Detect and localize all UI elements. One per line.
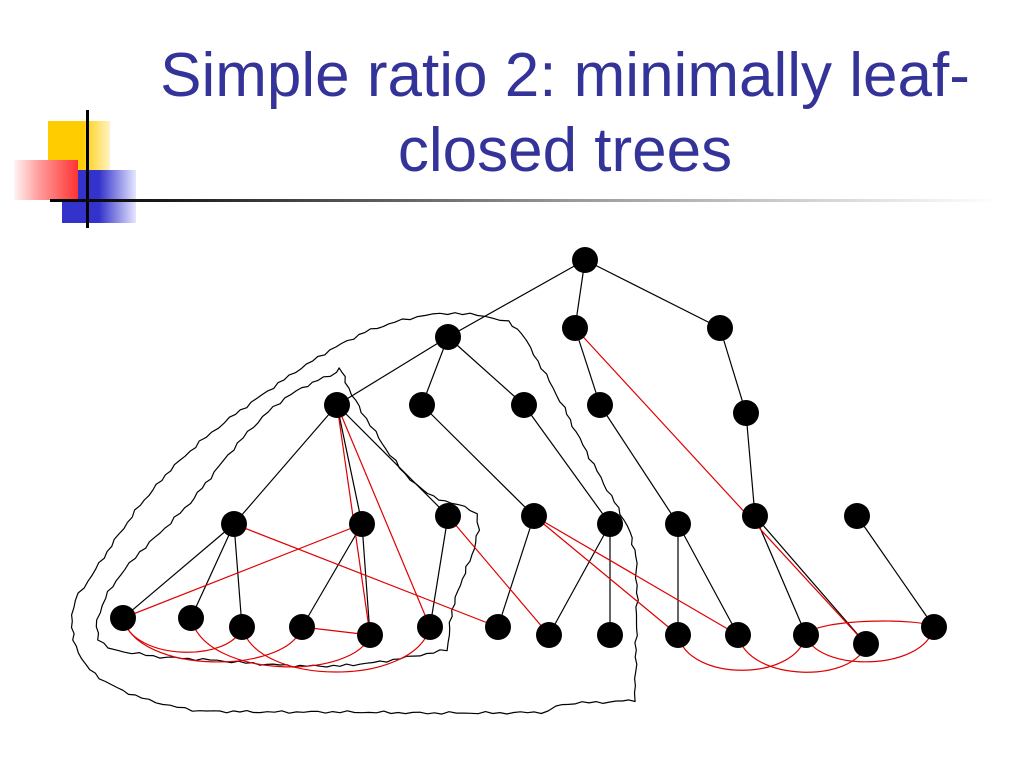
tree-edge xyxy=(336,404,449,517)
tree-edge xyxy=(429,515,449,628)
tree-node xyxy=(921,614,947,640)
tree-edge xyxy=(574,327,601,406)
tree-edge xyxy=(233,404,338,525)
tree-node xyxy=(707,315,733,341)
tree-node xyxy=(221,511,247,537)
tree-edge xyxy=(336,404,363,525)
tree-edge xyxy=(677,523,739,636)
tree-edge xyxy=(523,404,611,525)
leaf-link xyxy=(447,515,550,636)
tree-node xyxy=(349,511,375,537)
leaf-links xyxy=(122,327,935,673)
tree-node xyxy=(289,614,315,640)
tree-node xyxy=(597,622,623,648)
leaf-link xyxy=(533,515,739,636)
tree-node xyxy=(435,503,461,529)
tree-edge xyxy=(122,523,235,619)
tree-node xyxy=(665,622,691,648)
tree-node xyxy=(665,511,691,537)
tree-node xyxy=(536,622,562,648)
tree-edge xyxy=(856,515,935,628)
tree-edge xyxy=(301,523,363,628)
tree-edges xyxy=(122,259,935,645)
tree-node xyxy=(844,503,870,529)
tree-edge xyxy=(548,523,611,636)
leaf-link xyxy=(533,515,679,636)
leaf-link xyxy=(122,523,363,619)
leaf-link-arc xyxy=(677,634,807,671)
tree-node xyxy=(587,392,613,418)
subtree-outlines xyxy=(70,312,639,715)
slide-title: Simple ratio 2: minimally leaf- closed t… xyxy=(130,38,1000,188)
tree-node xyxy=(853,631,879,657)
tree-edge xyxy=(584,259,721,329)
tree-edge xyxy=(599,404,679,525)
tree-edge xyxy=(754,515,807,636)
tree-edge xyxy=(447,259,586,338)
leaf-link-arc xyxy=(241,626,431,673)
tree-edge xyxy=(745,412,756,517)
slide-title-line: closed trees xyxy=(397,116,733,185)
tree-node xyxy=(733,400,759,426)
subtree-outline-inner xyxy=(95,367,481,668)
tree-node xyxy=(725,622,751,648)
tree-edge xyxy=(361,523,371,636)
tree-edge xyxy=(336,336,449,406)
tree-edge xyxy=(190,523,235,619)
tree-node xyxy=(793,622,819,648)
tree-node xyxy=(324,392,350,418)
subtree-outline-outer xyxy=(70,312,639,715)
leaf-link-arc xyxy=(805,626,935,663)
tree-node xyxy=(178,605,204,631)
vertical-rule xyxy=(86,110,89,228)
tree-edge xyxy=(719,327,747,414)
leaf-link-arc xyxy=(190,617,371,668)
tree-node xyxy=(742,503,768,529)
tree-edge xyxy=(447,336,525,406)
tree-node xyxy=(357,622,383,648)
leaf-link-arc xyxy=(122,617,303,663)
leaf-link-arc xyxy=(737,634,867,673)
tree-nodes xyxy=(110,247,947,657)
leaf-link xyxy=(574,327,867,645)
slide-title-line: Simple ratio 2: minimally leaf- xyxy=(160,41,970,110)
tree-node xyxy=(417,614,443,640)
leaf-link xyxy=(336,404,431,628)
tree-node xyxy=(409,392,435,418)
tree-edge xyxy=(497,515,535,628)
tree-node xyxy=(562,315,588,341)
title-underline-rule xyxy=(50,199,1000,202)
tree-edge xyxy=(421,404,535,517)
tree-node xyxy=(597,511,623,537)
tree-node xyxy=(485,614,511,640)
tree-node xyxy=(110,605,136,631)
leaf-link xyxy=(233,523,499,628)
tree-node xyxy=(511,392,537,418)
tree-node xyxy=(572,247,598,273)
tree-node xyxy=(435,324,461,350)
tree-node xyxy=(229,614,255,640)
tree-node xyxy=(521,503,547,529)
tree-edge xyxy=(233,523,243,628)
red-bar-decoration xyxy=(14,160,78,200)
